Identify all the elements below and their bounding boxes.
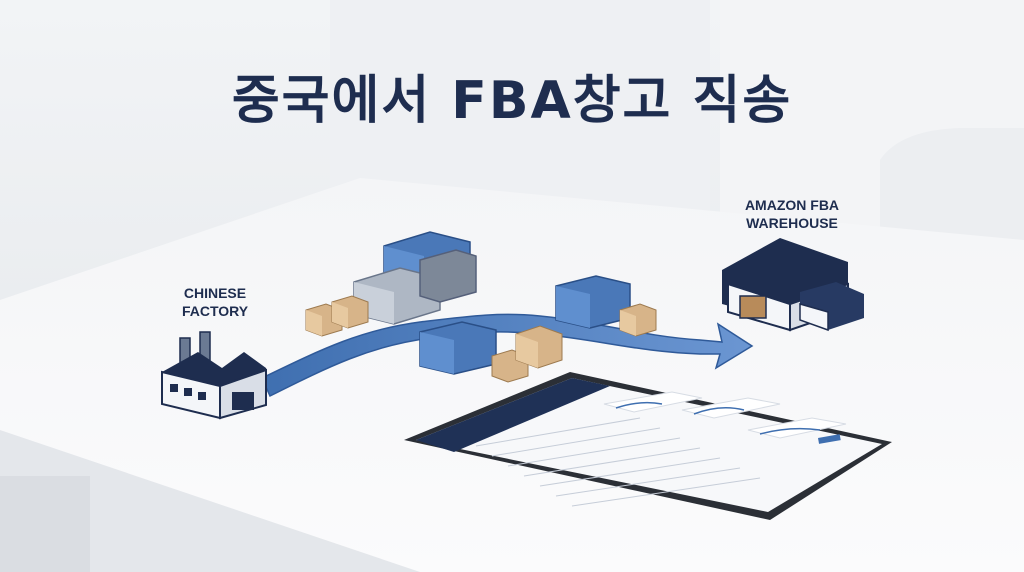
- container-stack: [353, 231, 477, 325]
- drawer: [0, 476, 90, 572]
- tablet-chart-lines: [615, 401, 821, 435]
- tablet: [404, 372, 892, 520]
- warehouse-icon: [722, 238, 864, 332]
- table-edge: [0, 430, 420, 572]
- factory-label-line1: CHINESE: [183, 285, 247, 301]
- page-title: 중국에서 FBA창고 직송: [231, 71, 793, 131]
- container-center: [419, 321, 563, 383]
- wall-panel: [330, 0, 710, 210]
- factory-icon: [161, 331, 267, 420]
- container-right: [555, 275, 657, 337]
- tablet-action-button: [818, 434, 841, 444]
- cargo-boxes-left: [305, 295, 369, 337]
- warehouse-label-line2: WAREHOUSE: [746, 215, 838, 231]
- factory-label-line2: FACTORY: [181, 303, 249, 319]
- factory-label: CHINESE FACTORY: [160, 284, 270, 320]
- warehouse-label: AMAZON FBA WAREHOUSE: [712, 196, 872, 232]
- tablet-table-rows: [475, 417, 761, 507]
- warehouse-label-line1: AMAZON FBA: [744, 197, 840, 213]
